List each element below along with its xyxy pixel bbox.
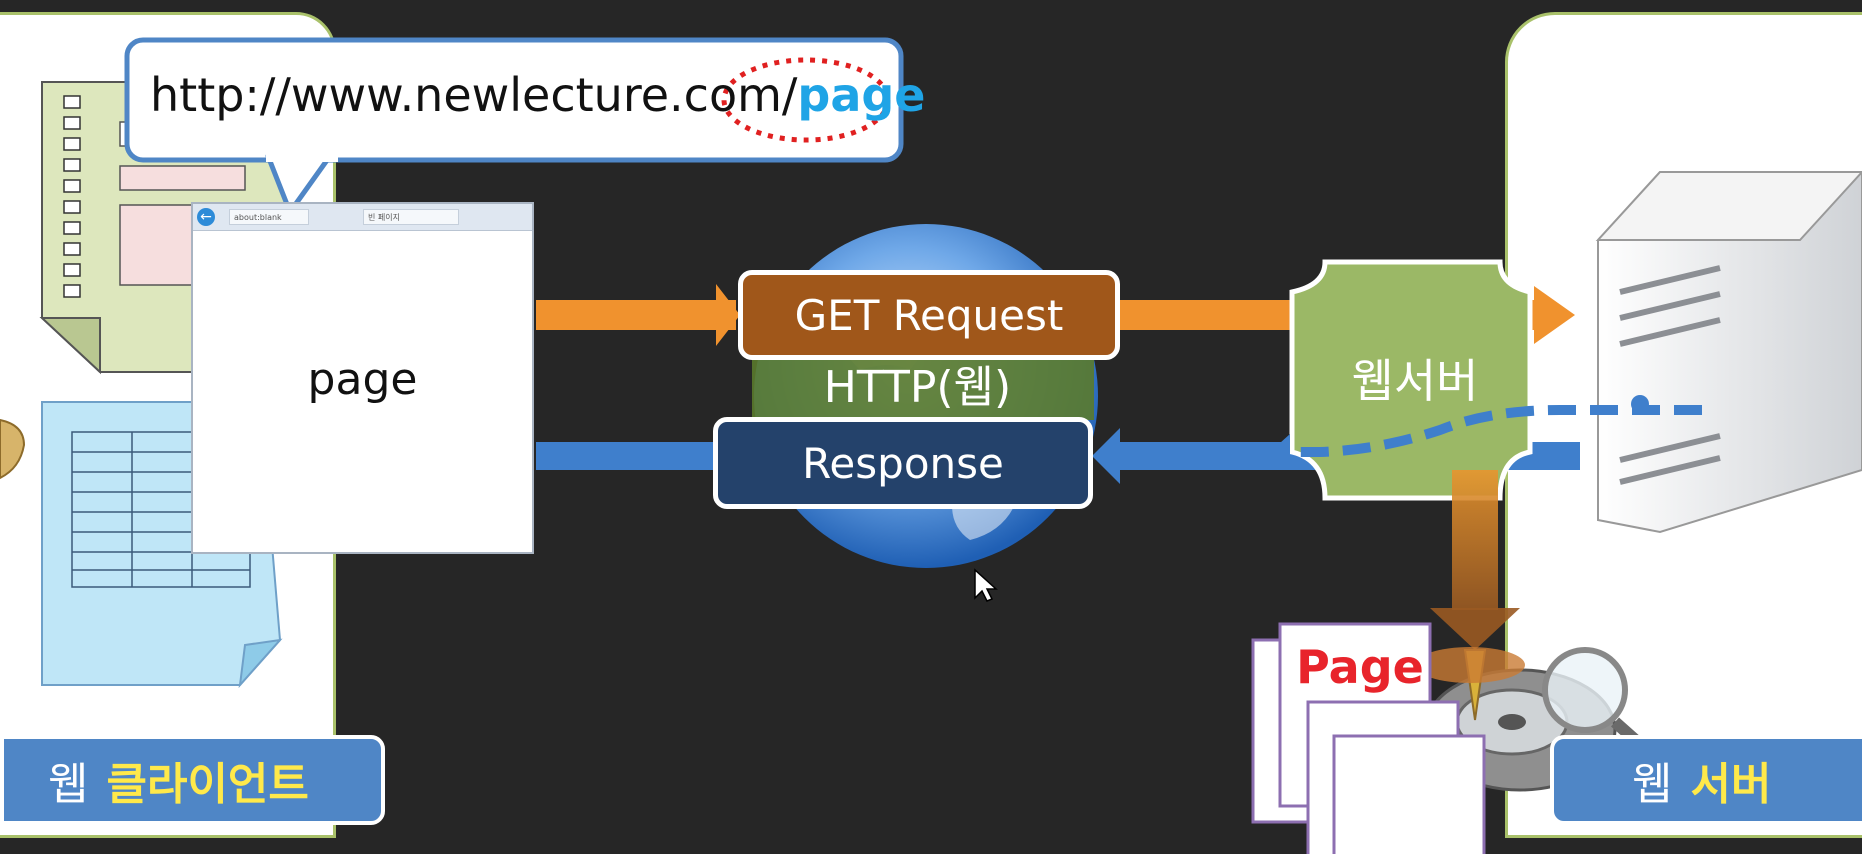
browser-toolbar: ← about:blank 빈 페이지 <box>193 204 532 231</box>
webserver-badge-shape <box>1289 259 1533 501</box>
browser-tab-1[interactable]: about:blank <box>229 209 309 225</box>
browser-window: ← about:blank 빈 페이지 page <box>191 202 534 554</box>
webserver-label: 웹서버 <box>1351 354 1479 408</box>
url-text: http://www.newlecture.com/page <box>150 68 926 122</box>
client-bar-label: 클라이언트 <box>106 759 309 810</box>
server-bar-prefix: 웹 <box>1632 759 1673 810</box>
response-box: Response <box>713 417 1093 509</box>
web-client-bar: 웹 클라이언트 <box>0 735 385 825</box>
partial-shape-icon <box>0 418 26 480</box>
browser-tab-2[interactable]: 빈 페이지 <box>363 209 459 225</box>
get-request-box: GET Request <box>738 270 1120 360</box>
server-bar-label: 서버 <box>1690 759 1772 810</box>
server-icon <box>1595 171 1862 534</box>
page-documents-icon <box>1251 622 1486 854</box>
back-arrow-icon[interactable]: ← <box>197 208 215 226</box>
client-bar-prefix: 웹 <box>48 759 89 810</box>
url-speech-bubble <box>124 37 904 215</box>
page-document-label: Page <box>1296 640 1424 694</box>
dashed-return-arrow <box>1290 405 1702 457</box>
http-protocol-label: HTTP(웹) <box>823 362 1012 413</box>
url-page-segment: page <box>797 68 926 122</box>
down-arrow <box>1430 470 1520 650</box>
mouse-cursor-icon <box>974 568 998 602</box>
web-server-bar: 웹 서버 <box>1550 735 1862 825</box>
browser-page-content: page <box>307 354 418 405</box>
url-base: http://www.newlecture.com/ <box>150 68 798 122</box>
